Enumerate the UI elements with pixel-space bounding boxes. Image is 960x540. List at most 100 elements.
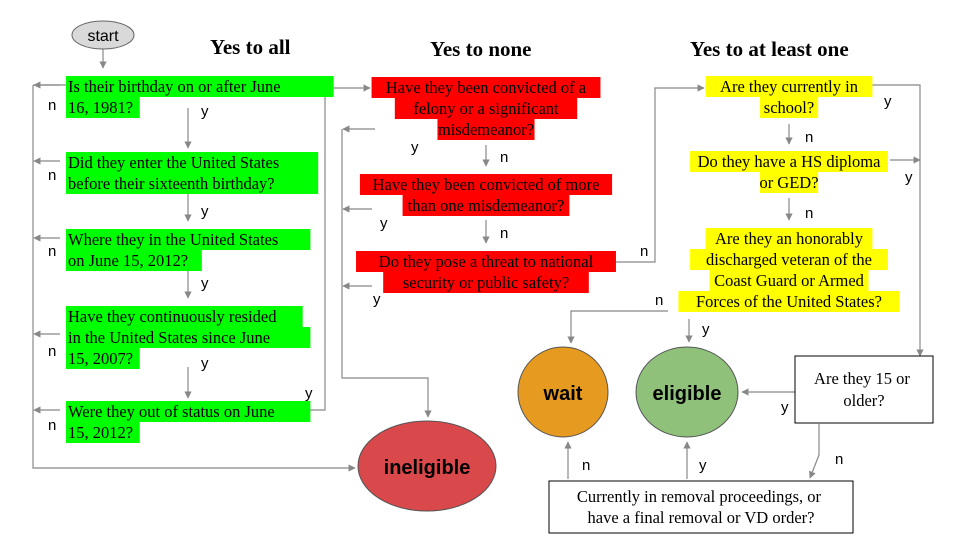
red-question-line: Do they pose a threat to national bbox=[379, 252, 594, 271]
green-question-highlight bbox=[66, 250, 202, 271]
green-question-highlight bbox=[66, 422, 140, 443]
eligible-label: eligible bbox=[653, 383, 722, 405]
yellow-question-highlight bbox=[690, 151, 888, 172]
edge-label-yes: y bbox=[781, 399, 789, 416]
yellow-question-1: Are they currently in school? bbox=[705, 76, 873, 118]
red-question-highlight bbox=[437, 119, 535, 140]
ineligible-label: ineligible bbox=[384, 457, 471, 479]
yellow-question-line: or GED? bbox=[759, 173, 818, 192]
red-question-highlight bbox=[371, 77, 601, 98]
edge-label-yes: y bbox=[380, 215, 388, 232]
yellow-question-line: Forces of the United States? bbox=[696, 292, 882, 311]
green-question-line: Were they out of status on June bbox=[68, 402, 275, 421]
edge-label-yes: y bbox=[201, 355, 209, 372]
connector bbox=[341, 129, 432, 418]
education-questions: Are they currently in school? Do they have… bbox=[678, 76, 900, 312]
yellow-question-highlight bbox=[705, 228, 873, 249]
edge-label-no: n bbox=[500, 225, 508, 242]
green-question-5: Were they out of status on June 15, 2012? bbox=[66, 401, 311, 443]
green-question-highlight bbox=[66, 348, 140, 369]
yellow-question-highlight bbox=[709, 270, 869, 291]
green-question-highlight bbox=[66, 152, 319, 173]
connector bbox=[809, 424, 820, 479]
connector bbox=[870, 84, 924, 357]
red-question-highlight bbox=[402, 195, 570, 216]
header-yes-to-none: Yes to none bbox=[430, 37, 532, 61]
red-question-line: felony or a significant bbox=[413, 99, 559, 118]
age-question-line-2: older? bbox=[843, 391, 884, 410]
yellow-question-line: discharged veteran of the bbox=[706, 250, 872, 269]
red-question-highlight bbox=[394, 98, 578, 119]
edge-label-no: n bbox=[48, 167, 56, 184]
start-label: start bbox=[87, 28, 119, 45]
edge-label-no: n bbox=[48, 343, 56, 360]
removal-question-line-1: Currently in removal proceedings, or bbox=[577, 487, 822, 506]
green-question-highlight bbox=[66, 229, 311, 250]
edge-label-yes: y bbox=[305, 385, 313, 402]
red-question-highlight bbox=[356, 251, 616, 272]
red-question-line: security or public safety? bbox=[403, 273, 569, 292]
yellow-question-2: Do they have a HS diploma or GED? bbox=[690, 151, 888, 193]
removal-question-text: Currently in removal proceedings, or hav… bbox=[577, 487, 825, 527]
green-question-highlight bbox=[66, 306, 303, 327]
connector bbox=[614, 84, 705, 263]
edge-label-no: n bbox=[805, 129, 813, 146]
green-question-line: 15, 2012? bbox=[68, 423, 133, 442]
wait-label: wait bbox=[543, 383, 583, 405]
connector bbox=[300, 84, 371, 411]
yellow-question-line: Are they currently in bbox=[720, 77, 858, 96]
green-question-line: 16, 1981? bbox=[68, 98, 133, 117]
edge-label-no: n bbox=[48, 417, 56, 434]
age-question-text: Are they 15 or older? bbox=[814, 369, 914, 410]
connector bbox=[567, 310, 668, 344]
edge-label-yes: y bbox=[411, 139, 419, 156]
yellow-question-highlight bbox=[759, 172, 819, 193]
green-question-line: in the United States since June bbox=[68, 328, 270, 347]
edge-label-no: n bbox=[48, 97, 56, 114]
green-question-line: before their sixteenth birthday? bbox=[68, 174, 275, 193]
connector bbox=[32, 85, 356, 472]
edge-label-yes: y bbox=[373, 291, 381, 308]
edge-label-yes: y bbox=[884, 93, 892, 110]
edge-label-yes: y bbox=[201, 103, 209, 120]
removal-question-box bbox=[548, 480, 854, 534]
edge-label-no: n bbox=[500, 149, 508, 166]
green-question-1: Is their birthday on or after June 16, 19… bbox=[66, 76, 334, 118]
age-question-line-1: Are they 15 or bbox=[814, 369, 910, 388]
header-yes-to-all: Yes to all bbox=[210, 35, 291, 59]
edge-label-no: n bbox=[655, 292, 663, 309]
red-question-highlight bbox=[359, 174, 613, 195]
yellow-question-line: Are they an honorably bbox=[715, 229, 864, 248]
edge-label-no: n bbox=[835, 451, 843, 468]
yellow-question-highlight bbox=[705, 76, 873, 97]
red-question-line: Have they been convicted of more bbox=[373, 175, 600, 194]
edge-label-no: n bbox=[582, 457, 590, 474]
green-question-highlight bbox=[66, 401, 311, 422]
edge-label-yes: y bbox=[702, 321, 710, 338]
yellow-question-line: Coast Guard or Armed bbox=[714, 271, 865, 290]
age-question-box bbox=[794, 355, 934, 424]
yellow-question-highlight bbox=[759, 97, 819, 118]
green-question-line: Where they in the United States bbox=[68, 230, 278, 249]
green-question-line: Is their birthday on or after June bbox=[68, 77, 281, 96]
yellow-question-line: school? bbox=[764, 98, 814, 117]
edge-label-no: n bbox=[805, 205, 813, 222]
red-question-line: misdemeanor? bbox=[438, 120, 534, 139]
residency-questions: Is their birthday on or after June 16, 19… bbox=[66, 76, 334, 443]
green-question-highlight bbox=[66, 327, 311, 348]
yellow-question-highlight bbox=[678, 291, 900, 312]
edge-label-yes: y bbox=[905, 169, 913, 186]
edge-label-yes: y bbox=[201, 275, 209, 292]
yellow-question-line: Do they have a HS diploma bbox=[698, 152, 882, 171]
red-question-3: Do they pose a threat to national securit… bbox=[356, 251, 616, 293]
ineligible-outcome bbox=[357, 420, 497, 512]
edge-label-yes: y bbox=[201, 203, 209, 220]
